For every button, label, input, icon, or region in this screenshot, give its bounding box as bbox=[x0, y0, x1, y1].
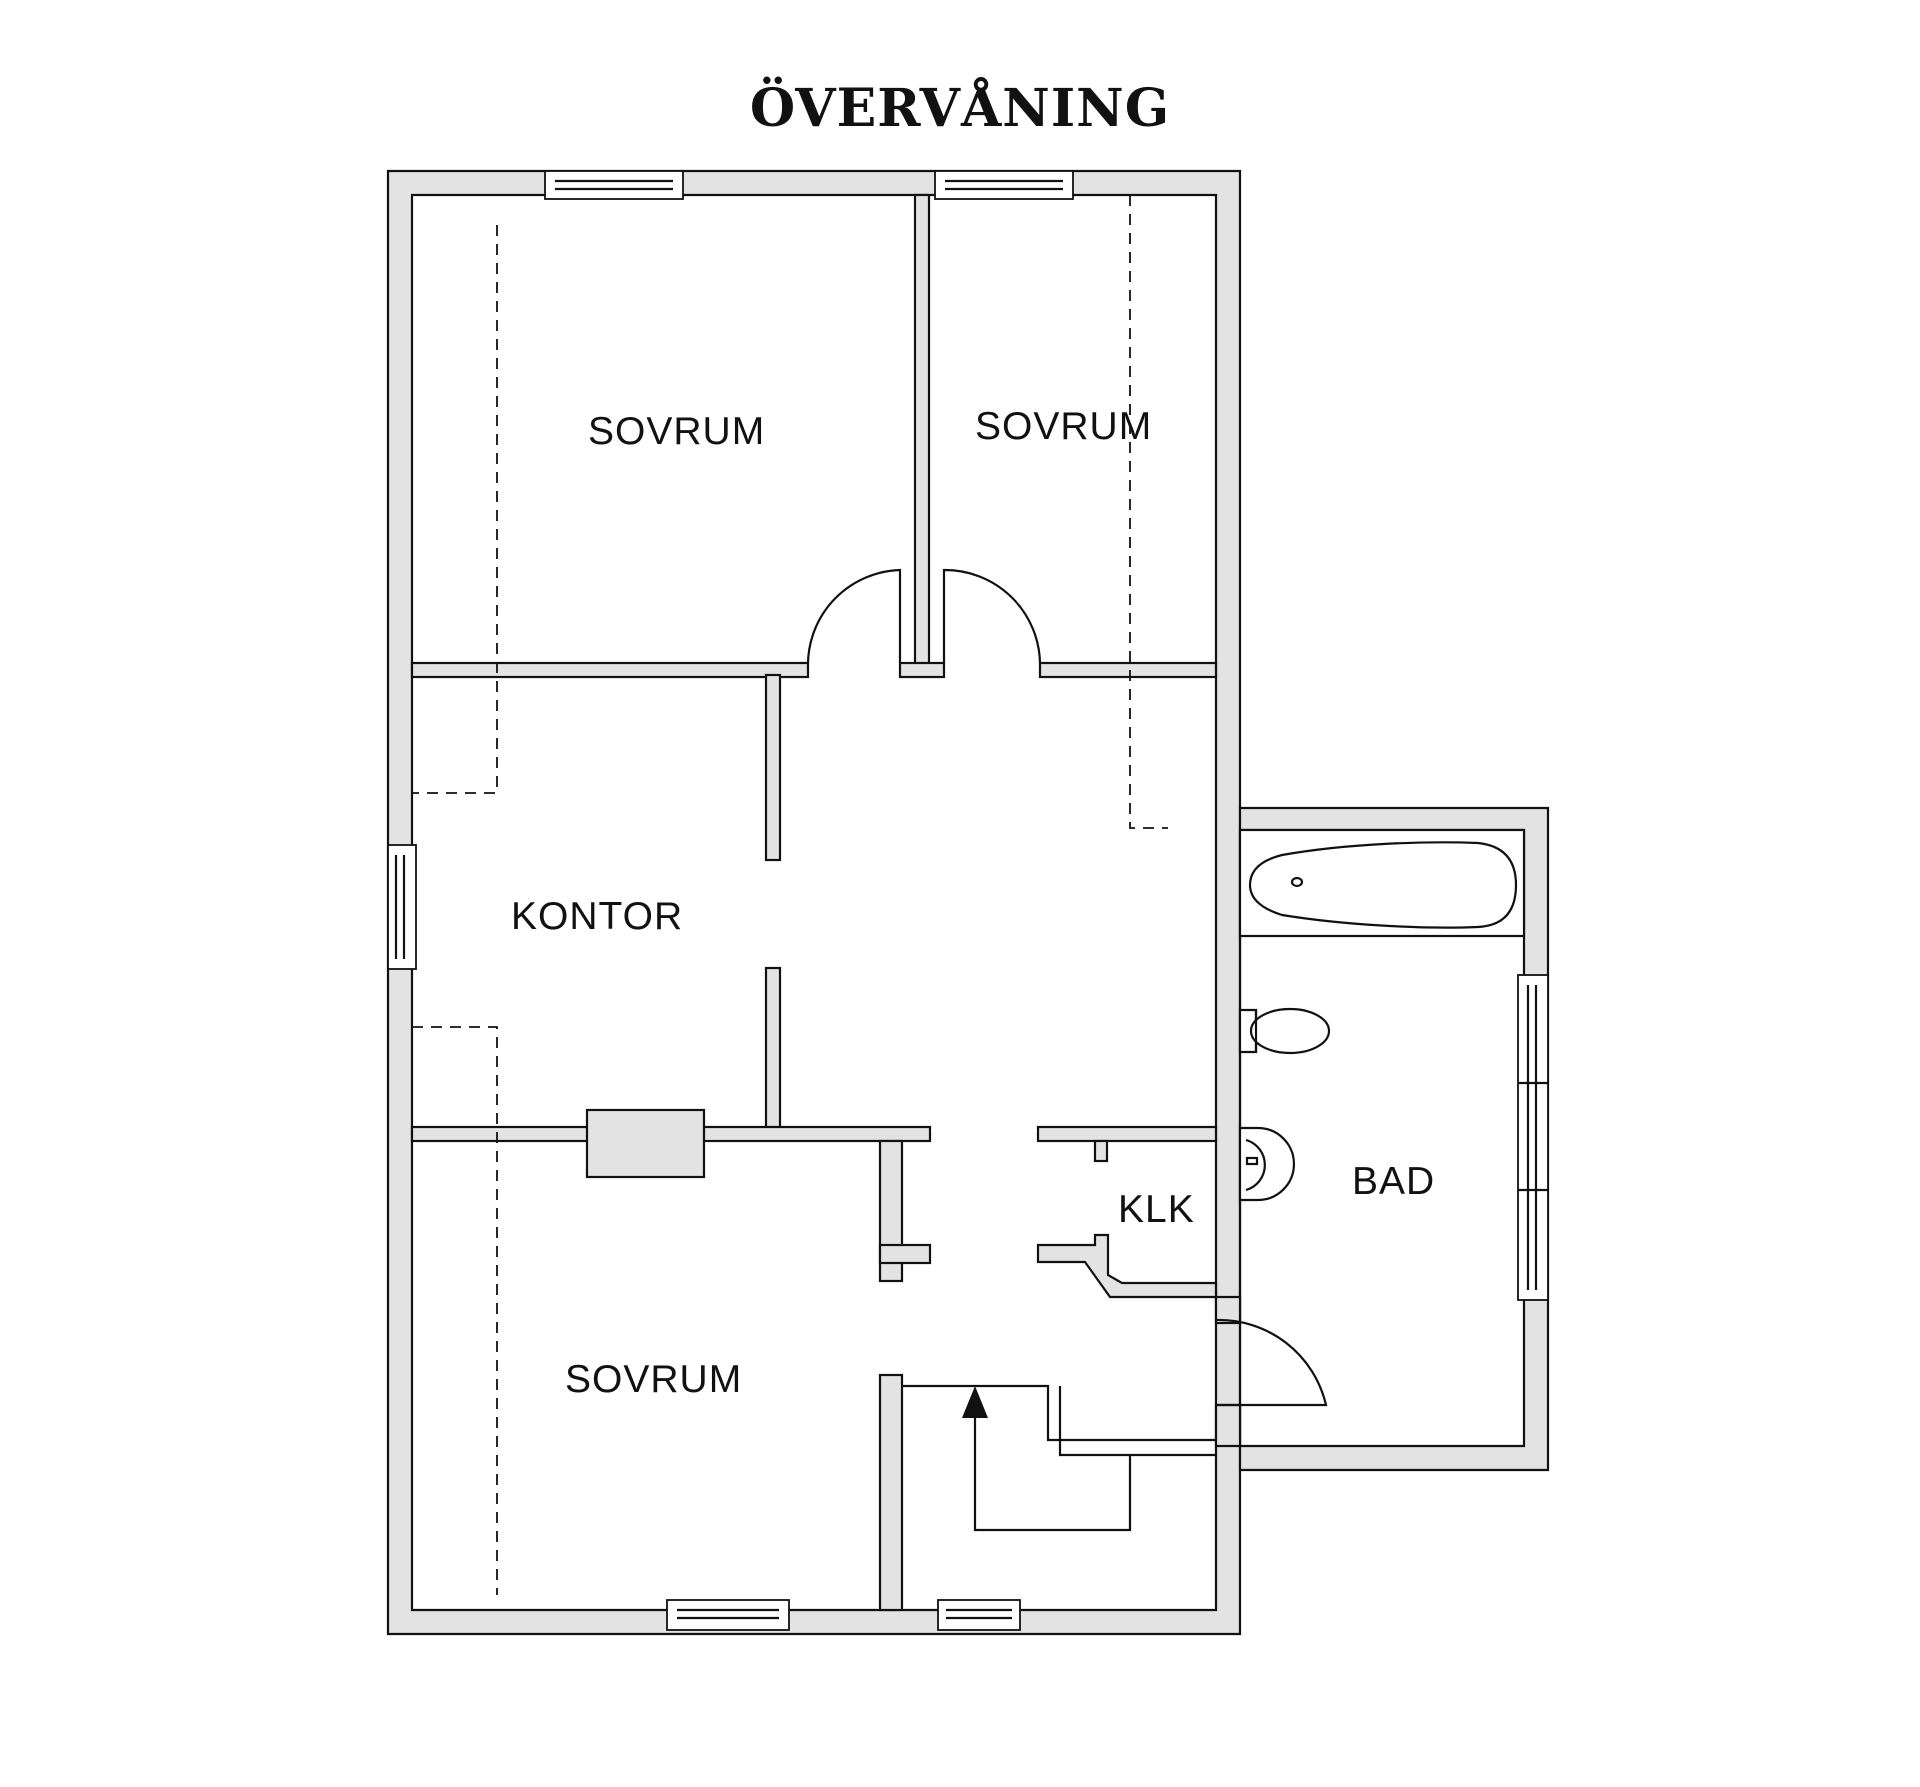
window-stair bbox=[937, 1599, 1021, 1631]
wall-office-upper bbox=[764, 673, 782, 862]
room-label-closet: KLK bbox=[1118, 1188, 1195, 1231]
door-swing-top-left-bedroom bbox=[806, 568, 902, 664]
chimney bbox=[585, 1108, 706, 1179]
wall-closet-nib bbox=[1093, 1139, 1109, 1163]
wall-hall-left-return bbox=[878, 1243, 932, 1265]
bathtub-drain-icon bbox=[1290, 876, 1304, 888]
stair-outline-lower bbox=[973, 1418, 1132, 1532]
roof-slope-line-left-top bbox=[412, 225, 498, 794]
room-label-bedroom-bottom: SOVRUM bbox=[565, 1358, 743, 1401]
wall-closet-top bbox=[1036, 1125, 1218, 1143]
room-label-bedroom-top-right: SOVRUM bbox=[975, 405, 1153, 448]
window-office bbox=[387, 844, 417, 970]
room-label-office: KONTOR bbox=[511, 895, 684, 938]
wall-closet-bottom bbox=[1036, 1233, 1218, 1299]
wall-top-right-bedroom bbox=[1038, 661, 1218, 679]
window-bath bbox=[1517, 974, 1549, 1301]
room-label-bath: BAD bbox=[1352, 1160, 1436, 1203]
stair-direction-arrow-icon bbox=[962, 1386, 988, 1418]
wall-office-lower bbox=[764, 966, 782, 1133]
wall-top-left-bedroom bbox=[410, 661, 810, 679]
door-swing-bath bbox=[1215, 1318, 1328, 1407]
window-top-left bbox=[544, 170, 684, 200]
roof-slope-line-right bbox=[1129, 195, 1168, 829]
bathtub-icon bbox=[1248, 841, 1518, 929]
window-top-right bbox=[934, 170, 1074, 200]
floor-title: ÖVERVÅNING bbox=[749, 78, 1171, 139]
wall-bath-door-jamb-top bbox=[1214, 1295, 1242, 1325]
window-bottom-bedroom bbox=[666, 1599, 790, 1631]
wall-stair-left bbox=[878, 1373, 904, 1612]
room-label-bedroom-top-left: SOVRUM bbox=[588, 410, 766, 453]
wall-bath-door-jamb-bottom bbox=[1214, 1403, 1242, 1448]
sink-icon bbox=[1238, 1126, 1296, 1202]
door-swing-top-right-bedroom bbox=[942, 568, 1042, 664]
wall-between-top-bedrooms bbox=[913, 193, 931, 677]
stair-outline-inner bbox=[1058, 1386, 1216, 1457]
wall-hall-stub bbox=[898, 661, 946, 679]
toilet-icon bbox=[1249, 1007, 1331, 1055]
roof-slope-line-left-bottom bbox=[412, 1026, 498, 1595]
